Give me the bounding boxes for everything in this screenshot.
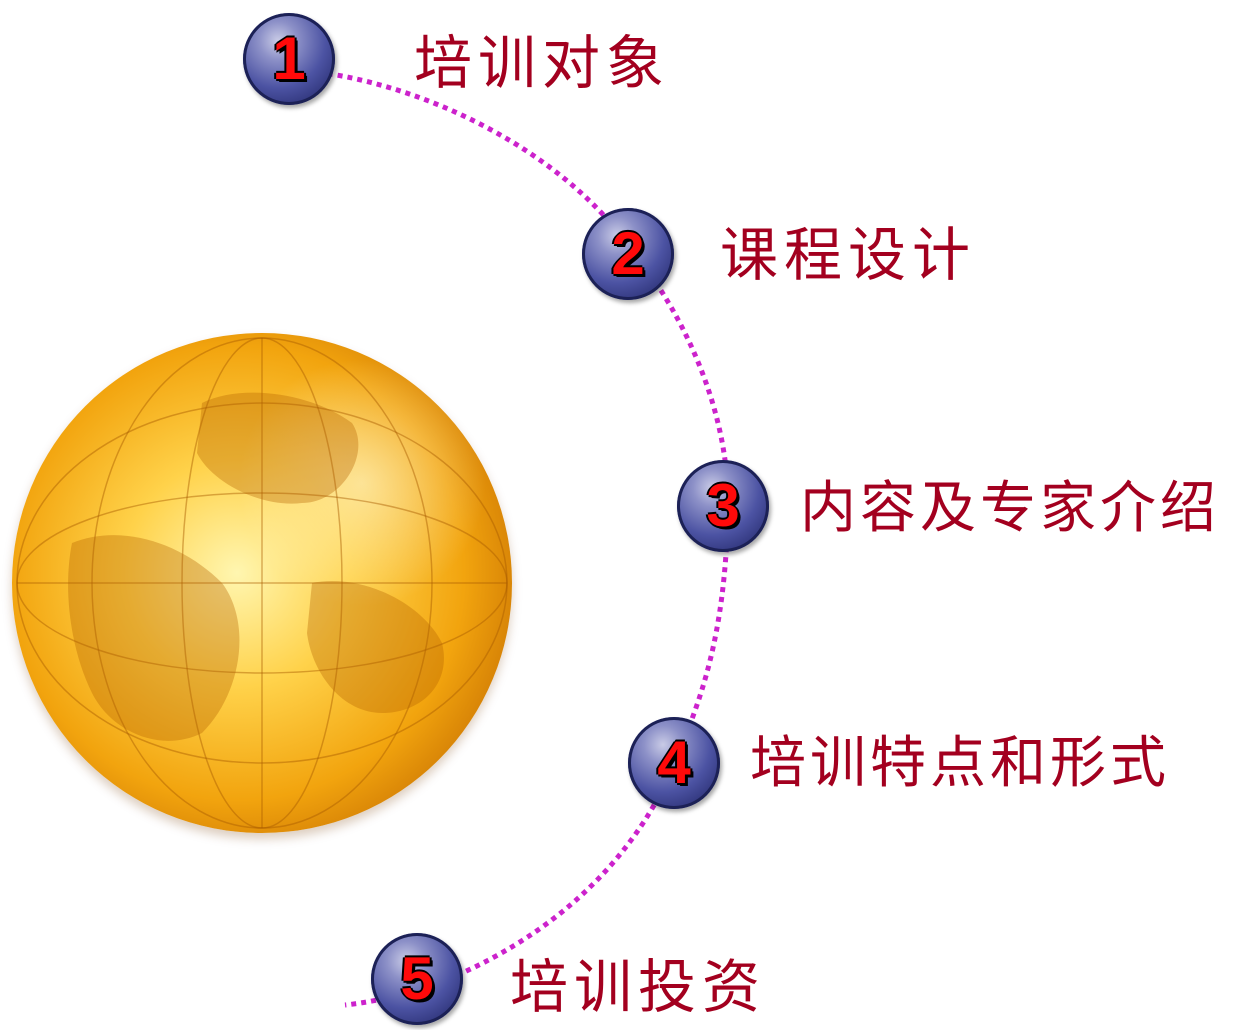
- badge-1[interactable]: 1: [243, 13, 335, 105]
- badge-number: 1: [272, 25, 306, 92]
- menu-item-3-label[interactable]: 内容及专家介绍: [800, 476, 1220, 541]
- menu-item-4-label[interactable]: 培训特点和形式: [750, 731, 1170, 796]
- badge-number: 2: [611, 220, 645, 287]
- badge-4[interactable]: 4: [628, 717, 720, 809]
- badge-number: 3: [706, 472, 740, 539]
- badge-3[interactable]: 3: [677, 460, 769, 552]
- badge-5[interactable]: 5: [371, 933, 463, 1025]
- globe-gridlines: [16, 337, 508, 829]
- badge-number: 4: [657, 729, 691, 796]
- menu-item-5-label[interactable]: 培训投资: [510, 953, 767, 1021]
- menu-item-1-label[interactable]: 培训对象: [414, 29, 671, 97]
- badge-2[interactable]: 2: [582, 208, 674, 300]
- menu-item-2-label[interactable]: 课程设计: [720, 221, 977, 289]
- badge-number: 5: [400, 945, 434, 1012]
- globe-illustration: [12, 333, 512, 833]
